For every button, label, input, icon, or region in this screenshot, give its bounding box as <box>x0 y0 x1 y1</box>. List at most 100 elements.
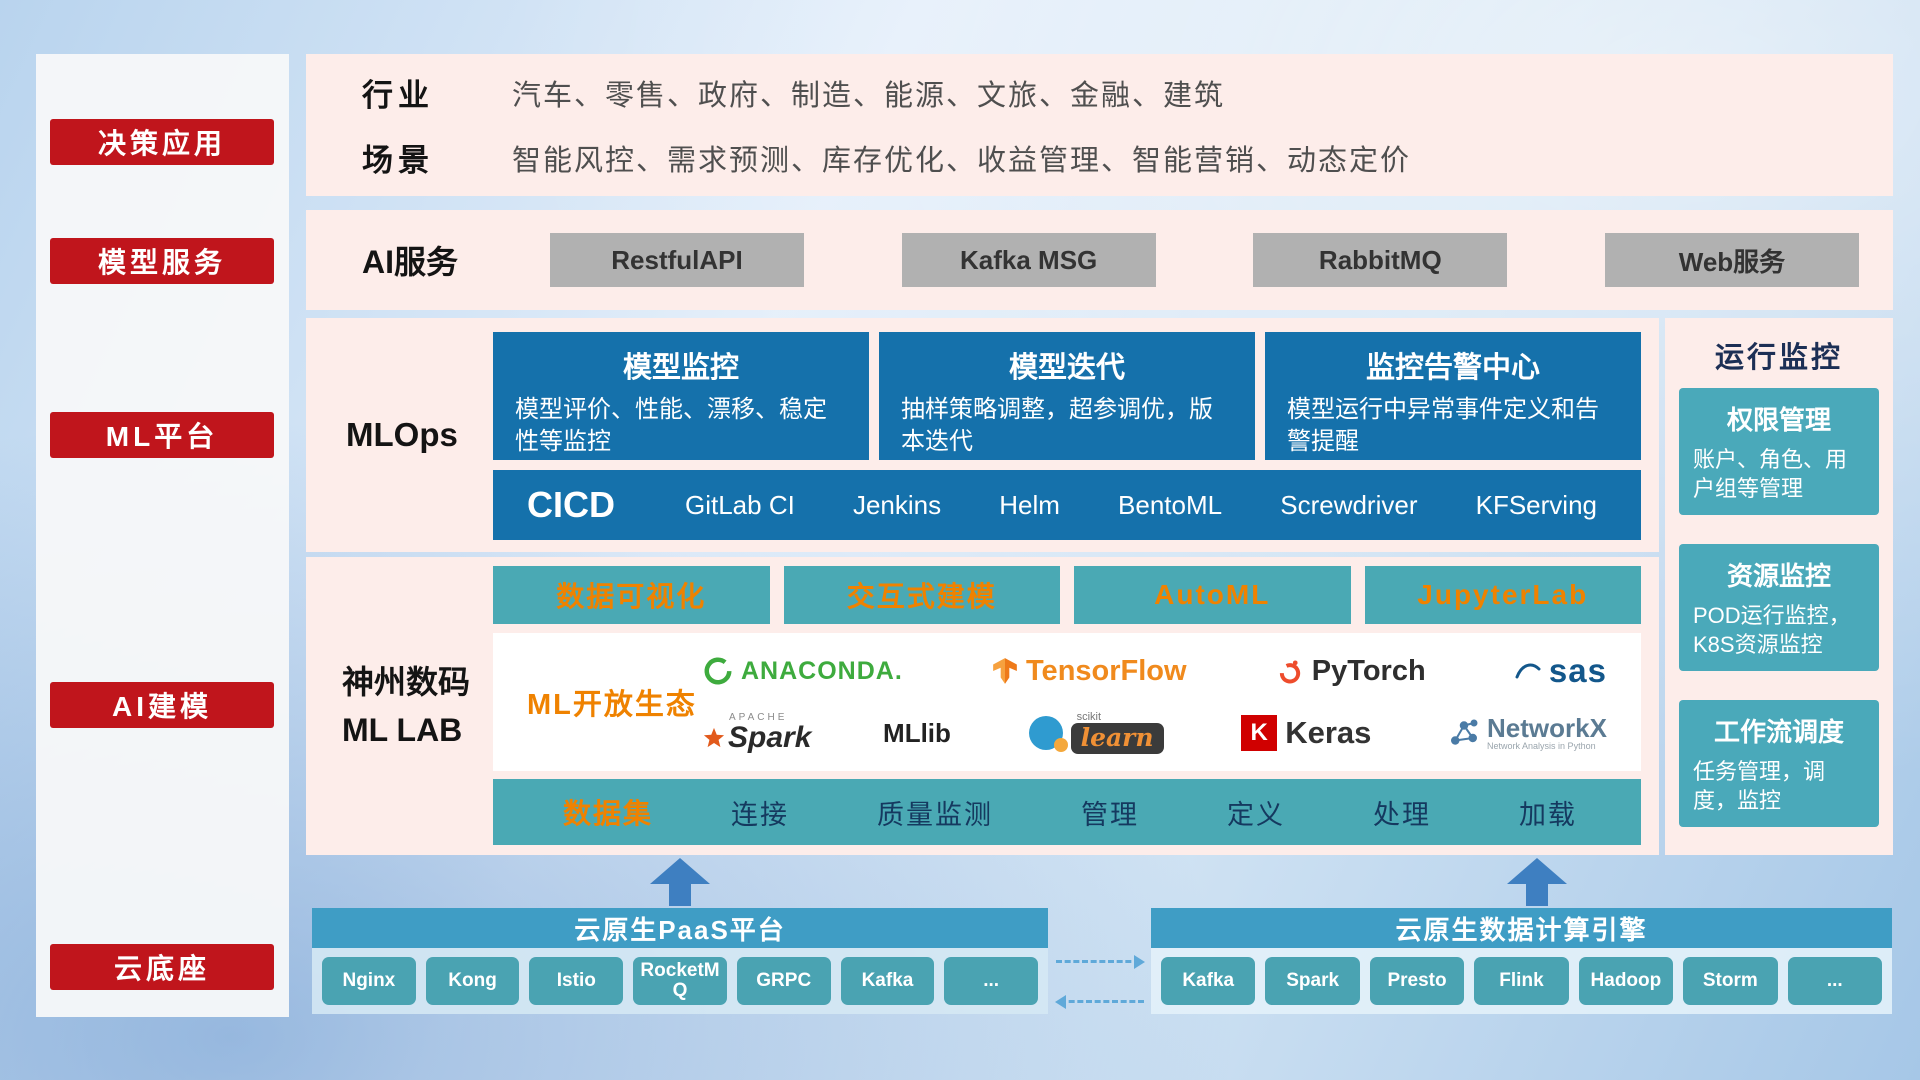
cicd-items: GitLab CI Jenkins Helm BentoML Screwdriv… <box>685 490 1597 521</box>
ml-open-ecosystem-label: ML开放生态 <box>527 689 697 721</box>
sas-logo: sas <box>1515 652 1607 690</box>
sidebar-item-decision-apps: 决策应用 <box>50 119 274 165</box>
engine-more: ... <box>1787 957 1882 1005</box>
paas-components-strip: Nginx Kong Istio RocketMQ GRPC Kafka ... <box>312 948 1048 1014</box>
component-rocketmq: RocketMQ <box>633 957 727 1005</box>
arrow-head <box>1507 858 1567 884</box>
keras-logo: K Keras <box>1241 715 1371 751</box>
spark-logo: APACHE Spark <box>703 713 811 753</box>
ecosystem-logo-row-1: ANACONDA. TensorFlow <box>703 642 1607 700</box>
alert-center-card: 监控告警中心 模型运行中异常事件定义和告警提醒 <box>1265 332 1641 460</box>
mlops-cards: 模型监控 模型评价、性能、漂移、稳定性等监控 模型迭代 抽样策略调整，超参调优，… <box>493 332 1641 460</box>
component-kafka: Kafka <box>840 957 935 1005</box>
dashed-arrow-right-icon <box>1056 955 1145 969</box>
engine-hadoop: Hadoop <box>1578 957 1674 1005</box>
permission-management-card: 权限管理 账户、角色、用户组等管理 <box>1679 388 1879 516</box>
sidebar-item-cloud-base: 云底座 <box>50 944 274 990</box>
anaconda-logo: ANACONDA. <box>703 656 903 686</box>
engine-spark: Spark <box>1265 957 1360 1005</box>
dataset-quality: 质量监测 <box>877 799 993 830</box>
cicd-helm: Helm <box>999 489 1060 520</box>
sidebar-item-ai-modeling: AI建模 <box>50 682 274 728</box>
networkx-text: NetworkX <box>1487 712 1607 743</box>
pytorch-logo: PyTorch <box>1276 655 1426 688</box>
up-arrow-paas <box>650 858 710 908</box>
dataset-load: 加载 <box>1518 799 1577 830</box>
component-more: ... <box>944 957 1039 1005</box>
ecosystem-logo-row-2: APACHE Spark MLlib <box>703 704 1607 762</box>
dataset-bar: 数据集 连接 质量监测 管理 定义 处理 加载 <box>493 779 1641 845</box>
networkx-text-stack: NetworkX Network Analysis in Python <box>1487 712 1607 752</box>
pytorch-icon <box>1279 660 1300 684</box>
anaconda-icon <box>704 657 732 685</box>
scikit-text: scikit <box>1076 711 1102 723</box>
dataset-define: 定义 <box>1226 799 1285 830</box>
tensorflow-icon <box>993 658 1017 684</box>
cicd-bar: CICD GitLab CI Jenkins Helm BentoML Scre… <box>493 470 1641 540</box>
engine-components-strip: Kafka Spark Presto Flink Hadoop Storm ..… <box>1151 948 1892 1014</box>
dataset-connect: 连接 <box>731 799 790 830</box>
ai-service-panel: AI服务 RestfulAPI Kafka MSG RabbitMQ Web服务 <box>306 210 1893 310</box>
resource-monitoring-card: 资源监控 POD运行监控，K8S资源监控 <box>1679 544 1879 672</box>
mlops-label: MLOps <box>346 416 458 453</box>
up-arrow-engine <box>1507 858 1567 908</box>
scenario-row: 场景 智能风控、需求预测、库存优化、收益管理、智能营销、动态定价 <box>362 135 1853 180</box>
data-engine-bar: 云原生数据计算引擎 <box>1151 908 1892 948</box>
runtime-monitoring-panel: 运行监控 权限管理 账户、角色、用户组等管理 资源监控 POD运行监控，K8S资… <box>1665 318 1893 855</box>
model-monitoring-card: 模型监控 模型评价、性能、漂移、稳定性等监控 <box>493 332 869 460</box>
component-kong: Kong <box>425 957 520 1005</box>
card-title: 模型迭代 <box>1008 352 1125 384</box>
paas-platform-bar: 云原生PaaS平台 <box>312 908 1048 948</box>
dataset-manage: 管理 <box>1080 799 1139 830</box>
cicd-gitlab-ci: GitLab CI <box>685 489 795 520</box>
learn-text: learn <box>1070 723 1164 754</box>
spark-text: Spark <box>728 721 812 754</box>
industry-value: 汽车、零售、政府、制造、能源、文旅、金融、建筑 <box>512 79 1226 112</box>
engine-presto: Presto <box>1369 957 1465 1005</box>
card-desc: 账户、角色、用户组等管理 <box>1693 447 1848 502</box>
tool-interactive-modeling: 交互式建模 <box>783 566 1060 624</box>
scikit-learn-icon <box>1028 716 1068 752</box>
tool-data-visualization: 数据可视化 <box>493 566 770 624</box>
industry-label: 行业 <box>362 78 434 113</box>
spark-text-stack: APACHE Spark <box>703 713 811 753</box>
mllib-logo: MLlib <box>883 718 951 749</box>
arrow-stem <box>1526 884 1548 906</box>
service-web: Web服务 <box>1604 233 1859 287</box>
pytorch-text: PyTorch <box>1311 654 1426 687</box>
sas-icon <box>1515 663 1541 679</box>
industry-row: 行业 汽车、零售、政府、制造、能源、文旅、金融、建筑 <box>362 70 1853 115</box>
card-desc: 任务管理，调度，监控 <box>1693 759 1826 814</box>
industry-scenario-panel: 行业 汽车、零售、政府、制造、能源、文旅、金融、建筑 场景 智能风控、需求预测、… <box>306 54 1893 196</box>
card-title: 资源监控 <box>1726 561 1831 591</box>
ml-lab-panel: 神州数码 ML LAB 数据可视化 交互式建模 AutoML JupyterLa… <box>306 557 1659 855</box>
ml-lab-label: 神州数码 ML LAB <box>342 557 492 855</box>
card-title: 监控告警中心 <box>1365 352 1540 384</box>
card-title: 权限管理 <box>1726 405 1831 435</box>
tool-automl: AutoML <box>1074 566 1351 624</box>
component-istio: Istio <box>529 957 624 1005</box>
ml-lab-label-line2: ML LAB <box>342 712 463 748</box>
cicd-label: CICD <box>527 484 615 525</box>
apache-text: APACHE <box>729 712 788 723</box>
sidebar-item-model-service: 模型服务 <box>50 238 274 284</box>
sidebar-item-ml-platform: ML平台 <box>50 412 274 458</box>
service-restfulapi: RestfulAPI <box>550 233 804 287</box>
component-nginx: Nginx <box>322 957 416 1005</box>
tensorflow-text: TensorFlow <box>1026 654 1187 687</box>
ml-open-ecosystem-box: ML开放生态 ANACONDA. TensorFlow <box>493 633 1641 771</box>
cicd-screwdriver: Screwdriver <box>1280 489 1418 520</box>
sas-text: sas <box>1548 652 1607 689</box>
networkx-icon <box>1451 719 1478 745</box>
cicd-jenkins: Jenkins <box>852 489 942 520</box>
scenario-label: 场景 <box>362 143 434 178</box>
card-desc: 模型评价、性能、漂移、稳定性等监控 <box>515 396 827 456</box>
dashed-arrow-left-icon <box>1055 995 1144 1009</box>
dataset-label: 数据集 <box>563 798 654 829</box>
tensorflow-logo: TensorFlow <box>992 655 1187 688</box>
mlops-panel: MLOps 模型监控 模型评价、性能、漂移、稳定性等监控 模型迭代 抽样策略调整… <box>306 318 1659 552</box>
keras-icon: K <box>1241 715 1278 751</box>
engine-storm: Storm <box>1683 957 1778 1005</box>
ml-lab-tools: 数据可视化 交互式建模 AutoML JupyterLab <box>493 566 1641 624</box>
